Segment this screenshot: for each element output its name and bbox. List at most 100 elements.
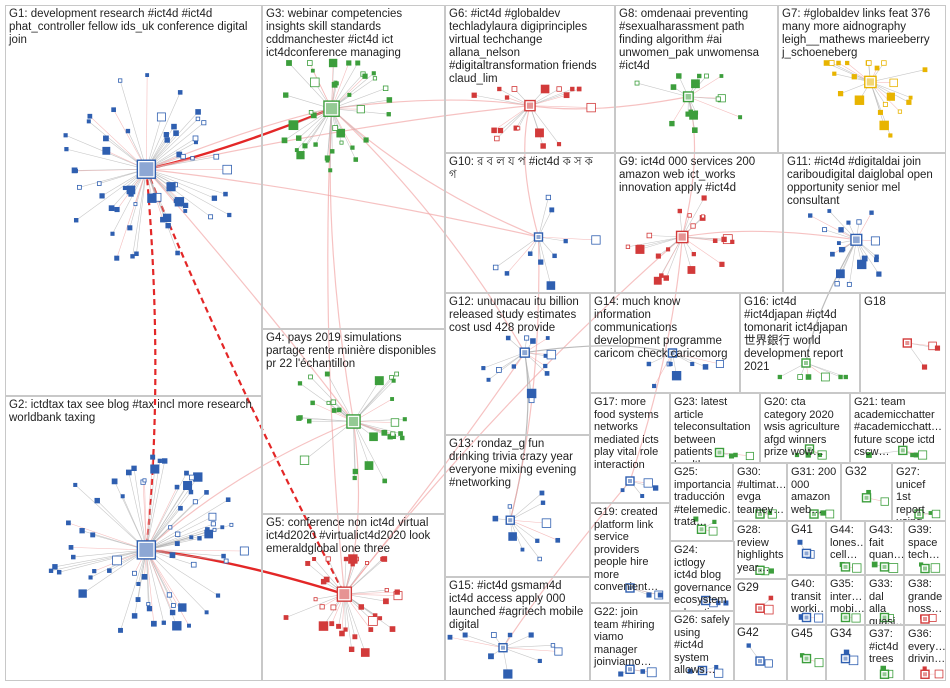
node xyxy=(358,604,365,610)
edge xyxy=(120,549,147,631)
node xyxy=(693,516,699,522)
group-g36: G36: every… drivin… xyxy=(904,625,946,681)
edge xyxy=(653,352,673,387)
node xyxy=(618,671,624,677)
edge xyxy=(285,593,345,618)
node xyxy=(652,383,657,389)
node xyxy=(889,78,898,88)
node xyxy=(368,616,378,626)
node xyxy=(239,546,249,556)
node xyxy=(331,81,338,88)
edge xyxy=(310,376,354,422)
node xyxy=(870,236,880,246)
node xyxy=(142,478,147,483)
node xyxy=(728,453,735,459)
hub-node-avatar xyxy=(812,512,816,517)
node xyxy=(77,184,82,190)
node xyxy=(73,482,78,487)
node xyxy=(670,84,677,90)
inter-group-edge xyxy=(329,108,355,422)
edge xyxy=(146,168,230,216)
node xyxy=(330,604,337,611)
node xyxy=(171,123,177,130)
node xyxy=(362,73,368,79)
hub-node-avatar xyxy=(501,645,505,650)
inter-group-edge xyxy=(145,169,157,551)
group-label: G38: grande noss… xyxy=(908,578,943,615)
group-g32: G32 xyxy=(841,463,892,521)
node xyxy=(286,60,292,66)
node xyxy=(125,469,132,476)
node xyxy=(305,560,311,566)
node xyxy=(852,563,862,573)
node xyxy=(671,371,682,381)
node xyxy=(298,415,303,420)
node xyxy=(382,478,388,484)
node xyxy=(563,238,568,244)
group-g8: G8: omdenaai preventing #sexualharassmen… xyxy=(615,5,778,153)
node xyxy=(646,361,652,367)
node xyxy=(111,478,118,485)
group-g19: G19: created platform link service provi… xyxy=(590,503,670,603)
group-label: G2: ictdtax tax see blog #tax incl more … xyxy=(9,399,252,424)
node xyxy=(817,452,822,458)
node xyxy=(646,592,652,598)
node xyxy=(308,110,314,115)
node xyxy=(690,223,696,229)
node xyxy=(221,553,226,559)
node xyxy=(120,494,125,499)
group-g24: G24: ictlogy ict4d blog governance ecosy… xyxy=(670,541,735,611)
node xyxy=(462,632,468,638)
node xyxy=(175,250,180,256)
node xyxy=(102,146,111,155)
node xyxy=(394,589,400,595)
node xyxy=(511,364,517,369)
node xyxy=(188,489,194,495)
node xyxy=(183,480,193,491)
node xyxy=(591,235,601,245)
group-label: G22: join team #hiring viamo manager joi… xyxy=(594,606,655,668)
node xyxy=(288,120,299,131)
edge xyxy=(146,549,227,562)
node xyxy=(332,125,338,131)
node xyxy=(390,431,396,437)
hub-node-avatar xyxy=(923,566,927,571)
node xyxy=(643,478,653,488)
node xyxy=(339,630,345,637)
edge xyxy=(136,169,147,254)
node xyxy=(808,213,813,218)
node xyxy=(700,214,705,219)
group-label: G34 xyxy=(830,628,852,640)
edge xyxy=(146,469,156,550)
node xyxy=(546,281,556,290)
node xyxy=(634,80,640,86)
node xyxy=(704,73,709,79)
node xyxy=(874,254,879,259)
group-label: G28: review highlights year… xyxy=(737,524,784,574)
node xyxy=(383,598,389,605)
group-label: G4: pays 2019 simulations partage rente … xyxy=(266,332,437,370)
group-g4: G4: pays 2019 simulations partage rente … xyxy=(262,329,445,514)
group-g2: G2: ictdtax tax see blog #tax incl more … xyxy=(5,396,262,681)
edge xyxy=(344,594,366,653)
group-g43: G43: fait quan… xyxy=(865,521,904,575)
node xyxy=(355,60,361,66)
group-label: G12: unumacau itu billion released study… xyxy=(449,296,579,334)
group-g14: G14: much know information communication… xyxy=(590,293,740,393)
group-g12: G12: unumacau itu billion released study… xyxy=(445,293,590,435)
node xyxy=(380,556,385,562)
hub-node-avatar xyxy=(628,667,632,672)
hub-node-avatar xyxy=(866,78,875,86)
node xyxy=(169,609,176,616)
edge xyxy=(146,485,188,551)
node xyxy=(94,497,100,504)
edge xyxy=(146,549,190,626)
node xyxy=(169,552,176,558)
group-label: G9: ict4d 000 services 200 amazon web ic… xyxy=(619,156,756,194)
node xyxy=(492,515,499,522)
node xyxy=(302,143,308,149)
node xyxy=(86,119,91,124)
group-g10: G10: র ব ল য প #ict4d ক স ক গ xyxy=(445,153,615,293)
hub-node-avatar xyxy=(758,568,762,573)
node xyxy=(723,600,729,606)
